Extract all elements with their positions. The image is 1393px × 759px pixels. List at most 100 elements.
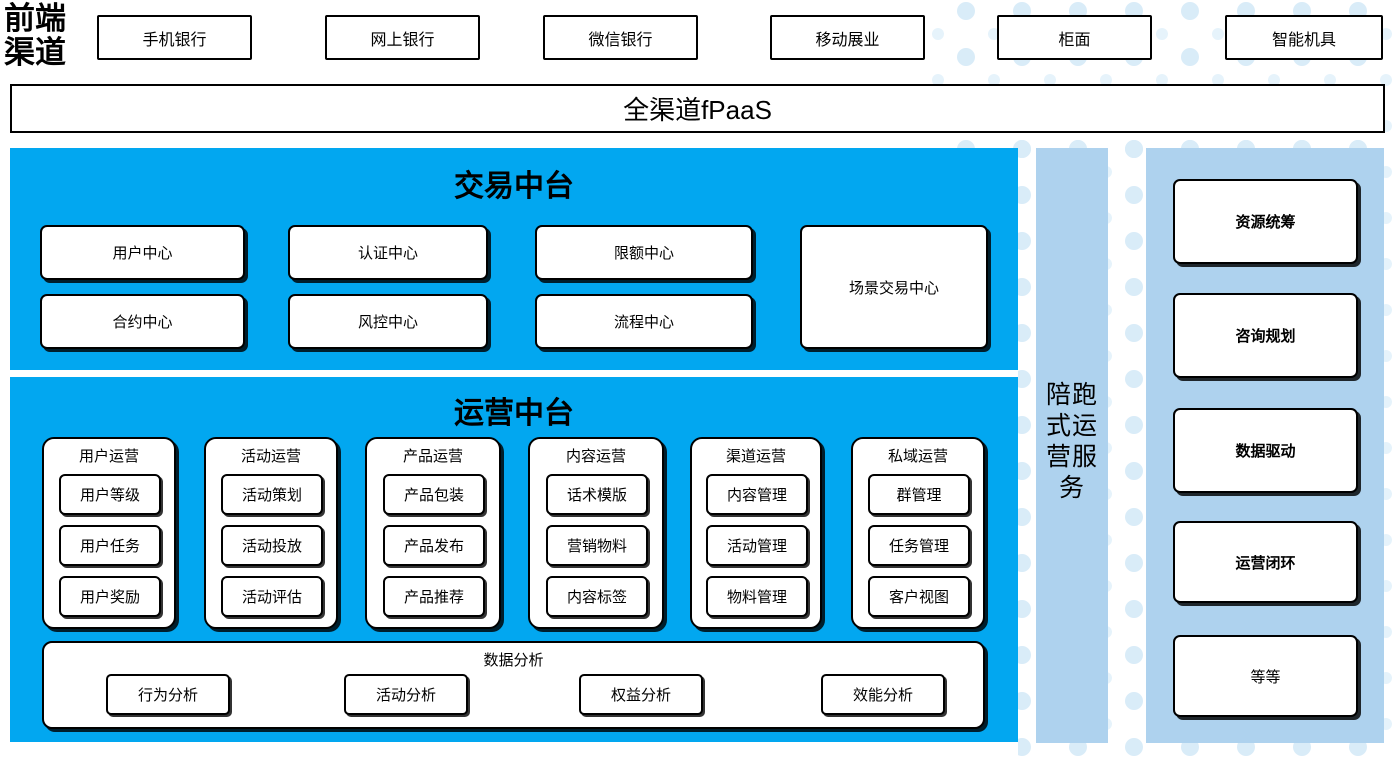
- op-item[interactable]: 产品发布: [383, 525, 485, 566]
- capability-box-label: 等等: [1250, 668, 1281, 686]
- tx-module-label: 用户中心: [112, 245, 173, 262]
- op-item[interactable]: 用户等级: [59, 474, 161, 515]
- transaction-center-title: 交易中台: [454, 170, 574, 203]
- op-item-label: 活动管理: [726, 538, 787, 555]
- data-analysis-item-label: 行为分析: [137, 687, 198, 704]
- op-item-label: 产品推荐: [403, 589, 464, 606]
- capability-box-label: 资源统筹: [1235, 214, 1296, 231]
- op-group-user-operation[interactable]: 用户运营 用户等级 用户任务 用户奖励: [42, 437, 176, 629]
- data-analysis-container[interactable]: 数据分析 行为分析 活动分析 权益分析 效能分析: [42, 641, 985, 729]
- capability-box-label: 咨询规划: [1235, 328, 1296, 345]
- channel-box-mobile-bank[interactable]: 手机银行: [97, 15, 252, 60]
- data-analysis-item[interactable]: 效能分析: [821, 674, 945, 715]
- channel-label: 微信银行: [588, 31, 653, 49]
- data-analysis-item[interactable]: 权益分析: [579, 674, 703, 715]
- op-group-private-domain-operation[interactable]: 私域运营 群管理 任务管理 客户视图: [851, 437, 985, 629]
- front-channel-label-line1: 前端: [4, 1, 66, 36]
- op-item[interactable]: 活动管理: [706, 525, 808, 566]
- channel-label: 手机银行: [142, 31, 207, 49]
- service-column-label-line: 式运: [1045, 412, 1098, 440]
- data-analysis-item[interactable]: 活动分析: [344, 674, 468, 715]
- op-group-title: 用户运营: [78, 448, 139, 465]
- service-column-label-line: 营服: [1045, 443, 1098, 471]
- op-item[interactable]: 内容管理: [706, 474, 808, 515]
- tx-module-contract-center[interactable]: 合约中心: [40, 294, 245, 349]
- service-column-label-line: 陪跑: [1045, 381, 1098, 409]
- op-item-label: 用户任务: [79, 538, 140, 555]
- op-group-channel-operation[interactable]: 渠道运营 内容管理 活动管理 物料管理: [690, 437, 822, 629]
- tx-module-user-center[interactable]: 用户中心: [40, 225, 245, 280]
- op-item-label: 活动评估: [241, 589, 302, 606]
- tx-module-label: 流程中心: [613, 314, 674, 331]
- capability-box-data-driven[interactable]: 数据驱动: [1173, 408, 1358, 493]
- op-item[interactable]: 群管理: [868, 474, 970, 515]
- tx-module-auth-center[interactable]: 认证中心: [288, 225, 488, 280]
- capability-box-resource-coordination[interactable]: 资源统筹: [1173, 179, 1358, 264]
- op-item-label: 活动投放: [241, 538, 302, 555]
- tx-module-label: 限额中心: [613, 245, 674, 262]
- channel-label: 网上银行: [370, 31, 435, 49]
- op-item[interactable]: 任务管理: [868, 525, 970, 566]
- op-item-label: 用户奖励: [79, 589, 140, 606]
- omnichannel-fpaas-bar[interactable]: 全渠道fPaaS: [10, 84, 1385, 133]
- op-item-label: 群管理: [896, 487, 942, 504]
- capability-box-consulting-planning[interactable]: 咨询规划: [1173, 293, 1358, 378]
- op-item[interactable]: 用户任务: [59, 525, 161, 566]
- capability-box-etc[interactable]: 等等: [1173, 635, 1358, 717]
- op-item[interactable]: 物料管理: [706, 576, 808, 617]
- op-group-title: 内容运营: [565, 448, 626, 465]
- service-column-panel: 陪跑 式运 营服 务: [1036, 148, 1108, 743]
- op-item[interactable]: 活动投放: [221, 525, 323, 566]
- data-analysis-item-label: 效能分析: [852, 687, 913, 704]
- tx-module-risk-center[interactable]: 风控中心: [288, 294, 488, 349]
- op-item-label: 话术模版: [566, 487, 627, 504]
- tx-module-process-center[interactable]: 流程中心: [535, 294, 753, 349]
- tx-module-label: 风控中心: [357, 314, 418, 331]
- tx-module-scenario-trade-center[interactable]: 场景交易中心: [800, 225, 988, 349]
- capability-box-operation-closed-loop[interactable]: 运营闭环: [1173, 521, 1358, 603]
- service-column-label-line: 务: [1058, 474, 1085, 502]
- data-analysis-item-label: 权益分析: [610, 687, 671, 704]
- channel-box-smart-machine[interactable]: 智能机具: [1225, 15, 1383, 60]
- op-item[interactable]: 客户视图: [868, 576, 970, 617]
- op-group-title: 私域运营: [887, 448, 948, 465]
- channel-box-counter[interactable]: 柜面: [997, 15, 1152, 60]
- capability-box-label: 数据驱动: [1235, 443, 1296, 460]
- op-group-title: 渠道运营: [725, 448, 786, 465]
- channel-label: 柜面: [1058, 31, 1091, 49]
- op-group-product-operation[interactable]: 产品运营 产品包装 产品发布 产品推荐: [365, 437, 501, 629]
- channel-box-wechat-bank[interactable]: 微信银行: [543, 15, 698, 60]
- tx-module-limit-center[interactable]: 限额中心: [535, 225, 753, 280]
- op-item[interactable]: 内容标签: [546, 576, 648, 617]
- op-group-title: 产品运营: [402, 448, 463, 465]
- op-item[interactable]: 用户奖励: [59, 576, 161, 617]
- data-analysis-item[interactable]: 行为分析: [106, 674, 230, 715]
- op-group-content-operation[interactable]: 内容运营 话术模版 营销物料 内容标签: [528, 437, 664, 629]
- front-channel-label: 前端 渠道: [4, 2, 82, 70]
- op-item-label: 产品包装: [403, 487, 464, 504]
- channel-box-mobile-business[interactable]: 移动展业: [770, 15, 925, 60]
- op-item[interactable]: 活动评估: [221, 576, 323, 617]
- channel-box-internet-bank[interactable]: 网上银行: [325, 15, 480, 60]
- channel-label: 移动展业: [815, 31, 880, 49]
- op-item[interactable]: 话术模版: [546, 474, 648, 515]
- op-item[interactable]: 活动策划: [221, 474, 323, 515]
- op-item-label: 用户等级: [79, 487, 140, 504]
- channel-label: 智能机具: [1271, 31, 1336, 49]
- front-channel-label-line2: 渠道: [4, 35, 66, 70]
- data-analysis-item-label: 活动分析: [375, 687, 436, 704]
- op-group-title: 活动运营: [240, 448, 301, 465]
- op-group-campaign-operation[interactable]: 活动运营 活动策划 活动投放 活动评估: [204, 437, 338, 629]
- data-analysis-title: 数据分析: [483, 652, 544, 669]
- op-item-label: 物料管理: [726, 589, 787, 606]
- tx-module-label: 认证中心: [357, 245, 418, 262]
- op-item[interactable]: 产品包装: [383, 474, 485, 515]
- op-item[interactable]: 产品推荐: [383, 576, 485, 617]
- capability-box-label: 运营闭环: [1235, 554, 1296, 572]
- op-item[interactable]: 营销物料: [546, 525, 648, 566]
- op-item-label: 营销物料: [566, 538, 627, 555]
- op-item-label: 产品发布: [403, 538, 464, 555]
- service-column-label: 陪跑 式运 营服 务: [1036, 380, 1108, 504]
- op-item-label: 内容标签: [566, 589, 627, 606]
